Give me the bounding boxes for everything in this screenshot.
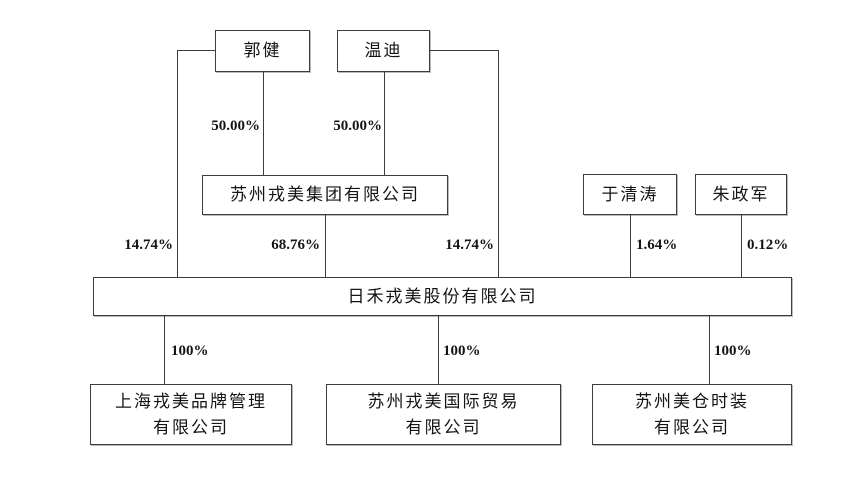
node-subsidiary-fashion-line1: 苏州美仓时装: [635, 391, 749, 411]
connector-zhuzhengjun-to-main: [741, 215, 742, 277]
ownership-label-guojian-group: 50.00%: [211, 118, 260, 134]
ownership-label-main-trade: 100%: [443, 343, 481, 359]
node-zhu-zhengjun: 朱政军: [695, 174, 787, 215]
ownership-label-group-main: 68.76%: [271, 237, 320, 253]
node-subsidiary-shanghai-line2: 有限公司: [153, 417, 229, 437]
connector-main-to-fashion: [709, 316, 710, 384]
node-wen-di-label: 温迪: [364, 41, 403, 60]
ownership-label-wendi-main: 14.74%: [445, 237, 494, 253]
node-subsidiary-fashion: 苏州美仓时装 有限公司: [592, 384, 792, 445]
node-subsidiary-shanghai: 上海戎美品牌管理 有限公司: [90, 384, 292, 445]
connector-guojian-to-group: [263, 72, 264, 175]
ownership-label-zhuzhengjun-main: 0.12%: [747, 237, 789, 253]
connector-main-to-shanghai: [164, 316, 165, 384]
ownership-label-main-shanghai: 100%: [171, 343, 209, 359]
node-subsidiary-trade: 苏州戎美国际贸易 有限公司: [326, 384, 561, 445]
node-wen-di: 温迪: [337, 30, 430, 72]
node-zhu-zhengjun-label: 朱政军: [712, 184, 770, 204]
ownership-label-wendi-group: 50.00%: [333, 118, 382, 134]
connector-group-to-main: [325, 215, 326, 277]
node-group-company: 苏州戎美集团有限公司: [202, 175, 448, 215]
node-subsidiary-shanghai-line1: 上海戎美品牌管理: [115, 391, 267, 411]
node-subsidiary-fashion-line2: 有限公司: [654, 417, 730, 437]
node-subsidiary-trade-line2: 有限公司: [405, 417, 482, 437]
node-yu-qingtao-label: 于清涛: [601, 184, 659, 204]
connector-guojian-left-stub: [177, 50, 215, 51]
ownership-label-yuqingtao-main: 1.64%: [636, 237, 678, 253]
node-main-company-label: 日禾戎美股份有限公司: [347, 286, 538, 306]
node-guo-jian-label: 郭健: [243, 41, 282, 60]
node-yu-qingtao: 于清涛: [583, 174, 677, 215]
ownership-label-main-fashion: 100%: [714, 343, 752, 359]
connector-wendi-to-group: [384, 72, 385, 175]
connector-wendi-right-stub: [430, 50, 498, 51]
ownership-label-guojian-main: 14.74%: [124, 237, 173, 253]
connector-main-to-trade: [438, 316, 439, 384]
node-subsidiary-trade-line1: 苏州戎美国际贸易: [367, 391, 520, 411]
connector-wendi-to-main: [498, 50, 499, 277]
connector-guojian-to-main: [177, 50, 178, 277]
node-guo-jian: 郭健: [215, 30, 310, 72]
node-main-company: 日禾戎美股份有限公司: [93, 277, 792, 316]
node-group-company-label: 苏州戎美集团有限公司: [230, 185, 420, 204]
connector-yuqingtao-to-main: [630, 215, 631, 277]
